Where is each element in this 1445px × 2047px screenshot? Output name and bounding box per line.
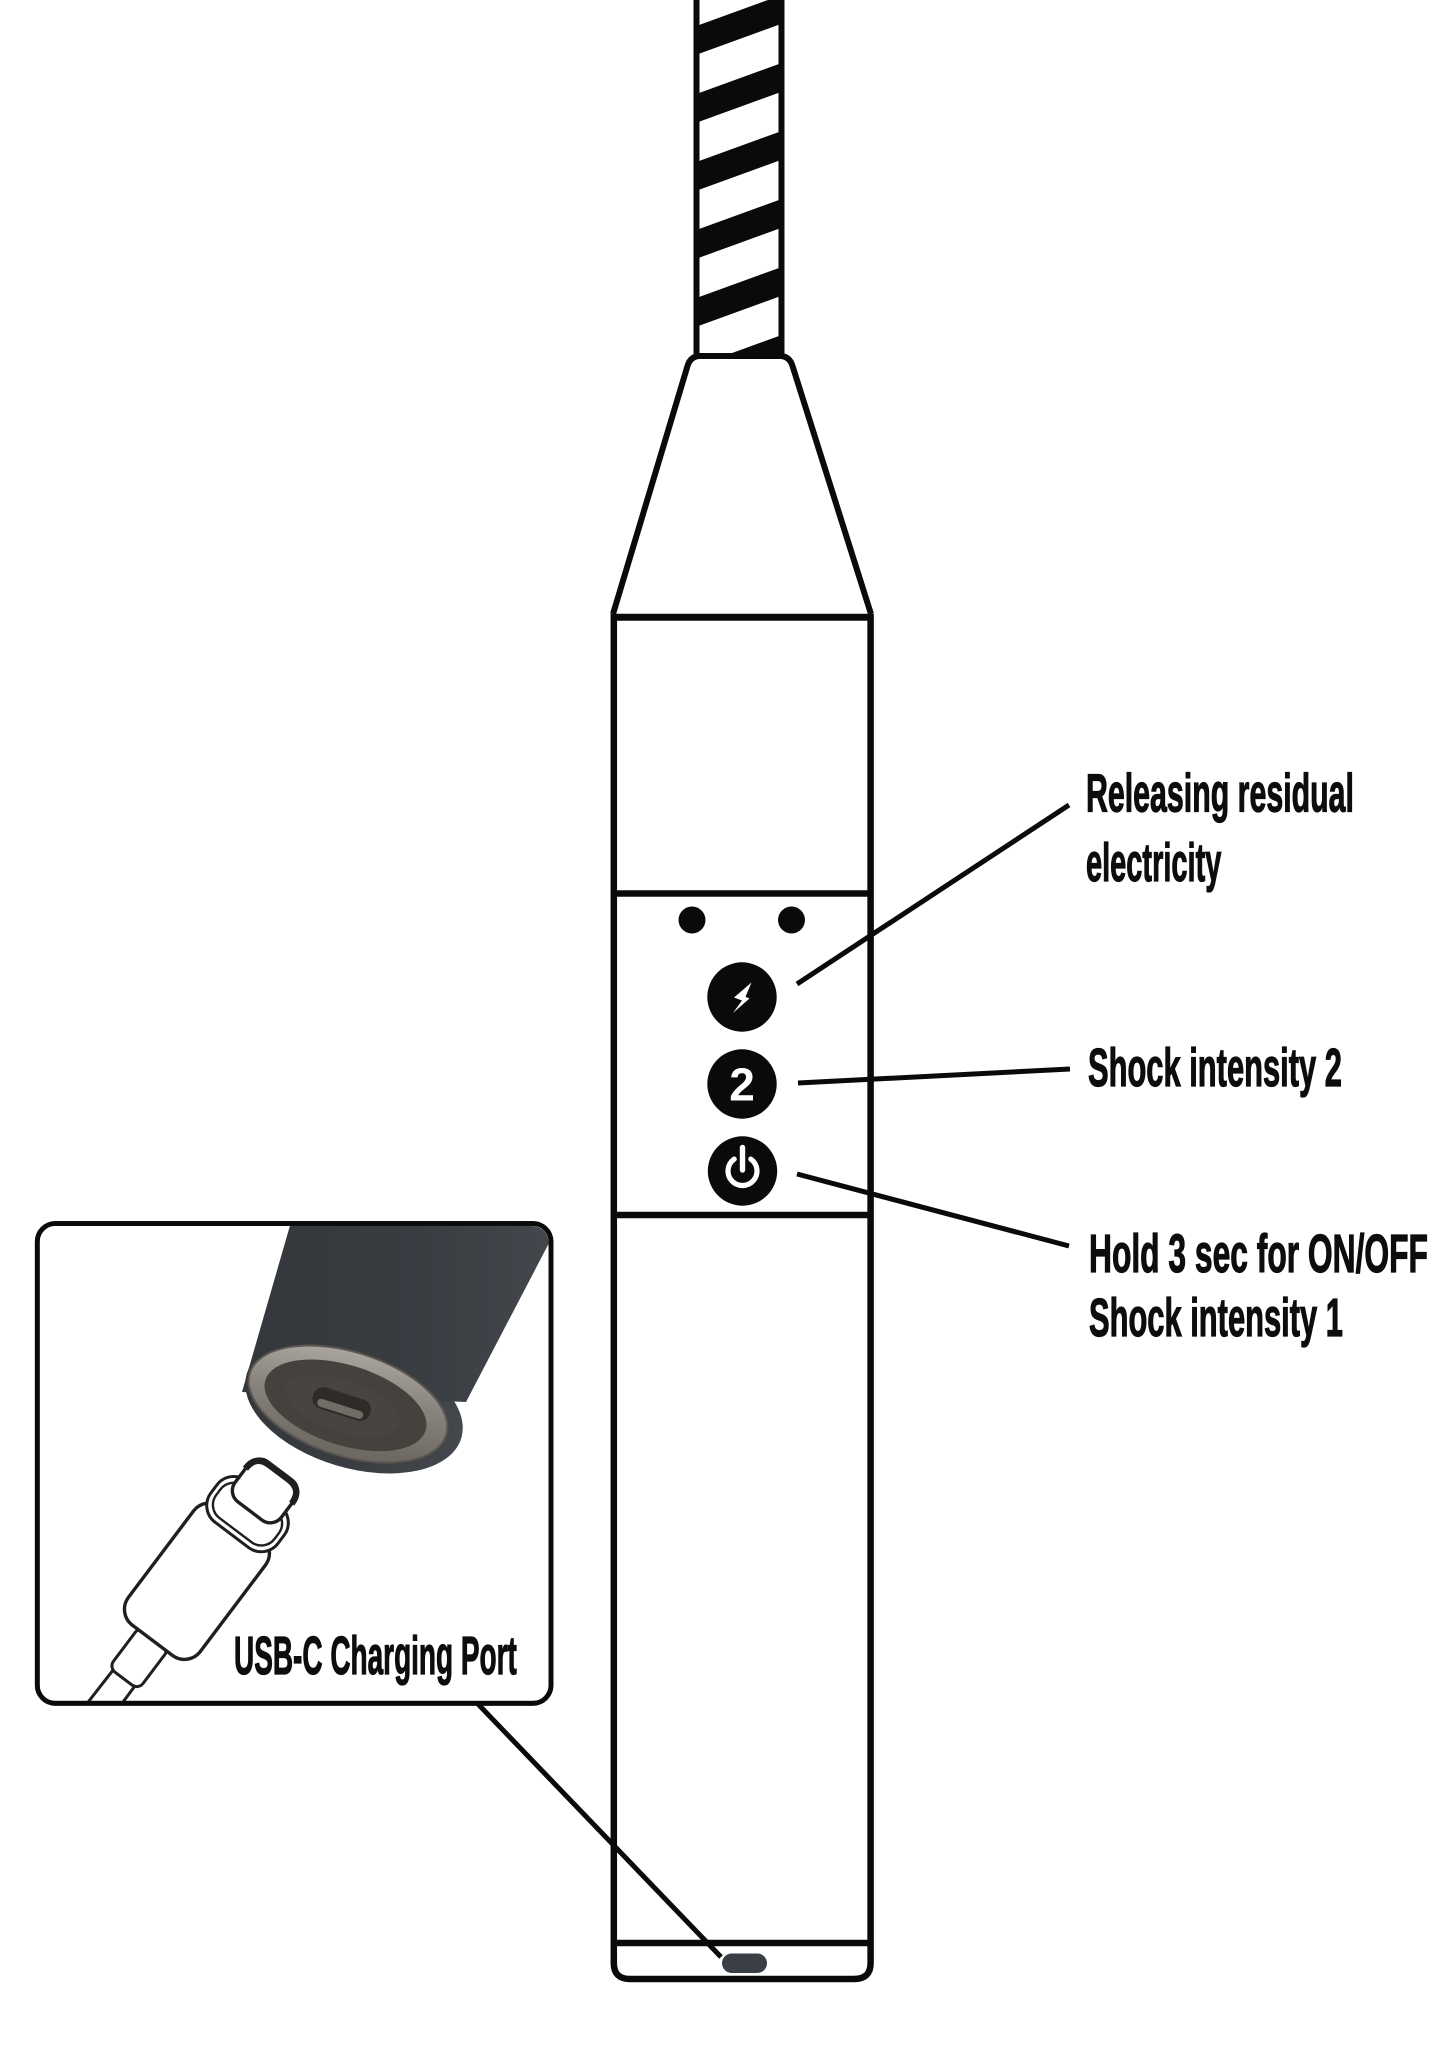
svg-text:Hold 3 sec for ON/OFF: Hold 3 sec for ON/OFF (1089, 1224, 1428, 1284)
svg-text:electricity: electricity (1086, 834, 1221, 894)
svg-text:2: 2 (729, 1058, 755, 1110)
svg-text:Releasing residual: Releasing residual (1086, 763, 1354, 823)
svg-text:Shock intensity 2: Shock intensity 2 (1088, 1038, 1342, 1098)
svg-text:Shock intensity 1: Shock intensity 1 (1089, 1288, 1343, 1348)
svg-text:USB-C Charging Port: USB-C Charging Port (234, 1626, 517, 1686)
